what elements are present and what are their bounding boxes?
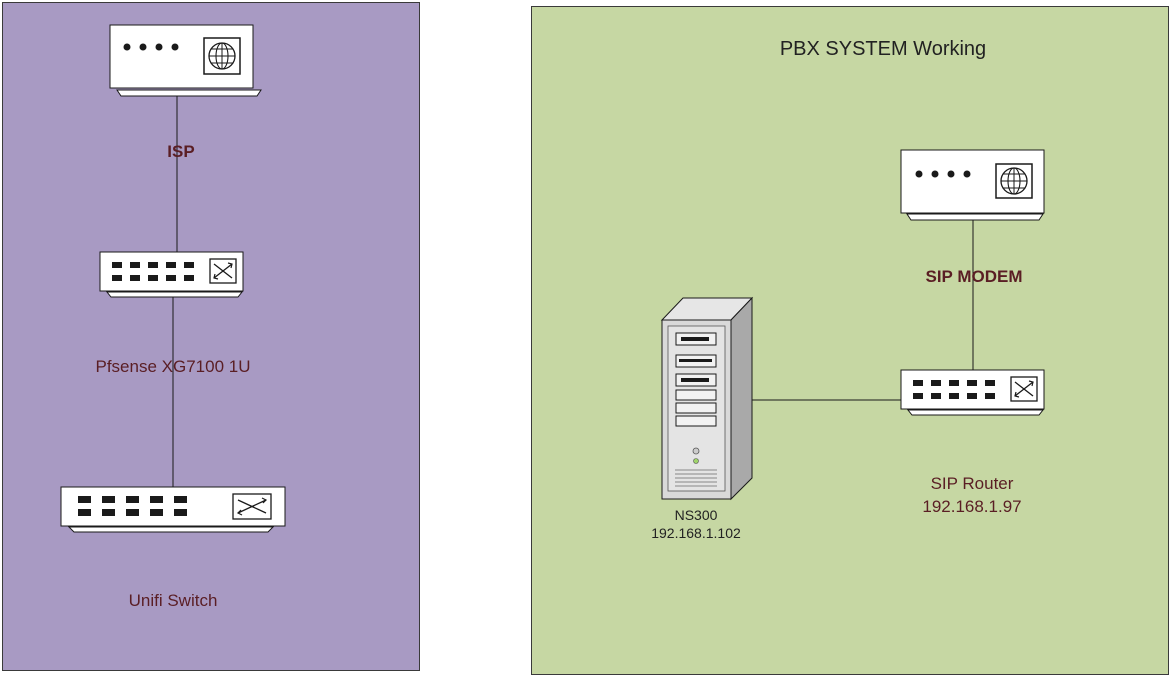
network-panel-left (2, 2, 420, 671)
sip-router-name: SIP Router (930, 474, 1014, 493)
sip-modem (900, 149, 1045, 221)
unifi-switch (60, 486, 286, 533)
server-name: NS300 (674, 507, 718, 523)
pfsense-device (99, 251, 244, 298)
switch-icon (209, 258, 237, 284)
sip-router (900, 369, 1045, 416)
globe-icon (203, 37, 241, 75)
isp-label: ISP (167, 142, 195, 161)
pbx-title: PBX SYSTEM Working (779, 38, 987, 60)
server-ip: 192.168.1.102 (651, 525, 741, 541)
pbx-panel-right (531, 6, 1169, 675)
globe-icon (995, 163, 1033, 199)
switch-icon (1010, 376, 1038, 402)
switch-icon (232, 493, 272, 520)
sip-modem-label: SIP MODEM (925, 267, 1023, 286)
server-icon (660, 296, 754, 501)
sip-router-ip: 192.168.1.97 (922, 497, 1022, 516)
isp-modem (109, 24, 262, 97)
pfsense-label: Pfsense XG7100 1U (95, 357, 251, 376)
unifi-switch-label: Unifi Switch (128, 591, 218, 610)
